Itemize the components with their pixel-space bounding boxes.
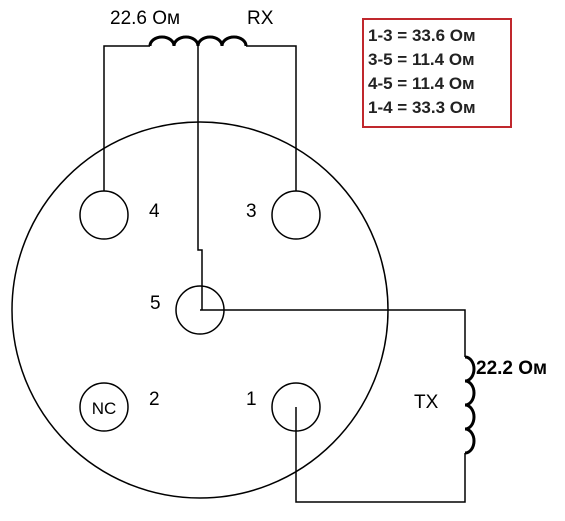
pin-1-label: 1 [246, 389, 257, 410]
pin-3 [271, 190, 321, 240]
tx-coil [464, 355, 476, 455]
rx-coil [148, 35, 248, 47]
rx-center-tap-wire [197, 46, 203, 310]
pin-3-label: 3 [246, 201, 257, 222]
tx-resistance-label: 22.2 Ом [476, 358, 547, 379]
rx-resistance-label: 22.6 Ом [110, 8, 180, 29]
pin-4-label: 4 [149, 201, 160, 222]
pin-2-label: 2 [149, 389, 160, 410]
rx-wire-pin3 [246, 45, 297, 191]
measurements-legend: 1-3 = 33.6 Ом 3-5 = 11.4 Ом 4-5 = 11.4 О… [362, 18, 512, 128]
tx-wire-pin5 [200, 309, 466, 357]
pin-5-label: 5 [150, 293, 161, 314]
measurement-4-5: 4-5 = 11.4 Ом [368, 74, 475, 93]
tx-label: TX [414, 392, 439, 413]
measurement-3-5: 3-5 = 11.4 Ом [368, 50, 475, 69]
rx-label: RX [247, 8, 274, 29]
pin-nc [79, 382, 129, 432]
tx-wire-pin1 [295, 407, 466, 503]
measurement-1-3: 1-3 = 33.6 Ом [368, 26, 476, 45]
pin-nc-label: NC [92, 399, 117, 418]
measurement-1-4: 1-4 = 33.3 Ом [368, 98, 476, 117]
pin-4 [79, 190, 129, 240]
rx-wire-pin4 [103, 45, 150, 191]
